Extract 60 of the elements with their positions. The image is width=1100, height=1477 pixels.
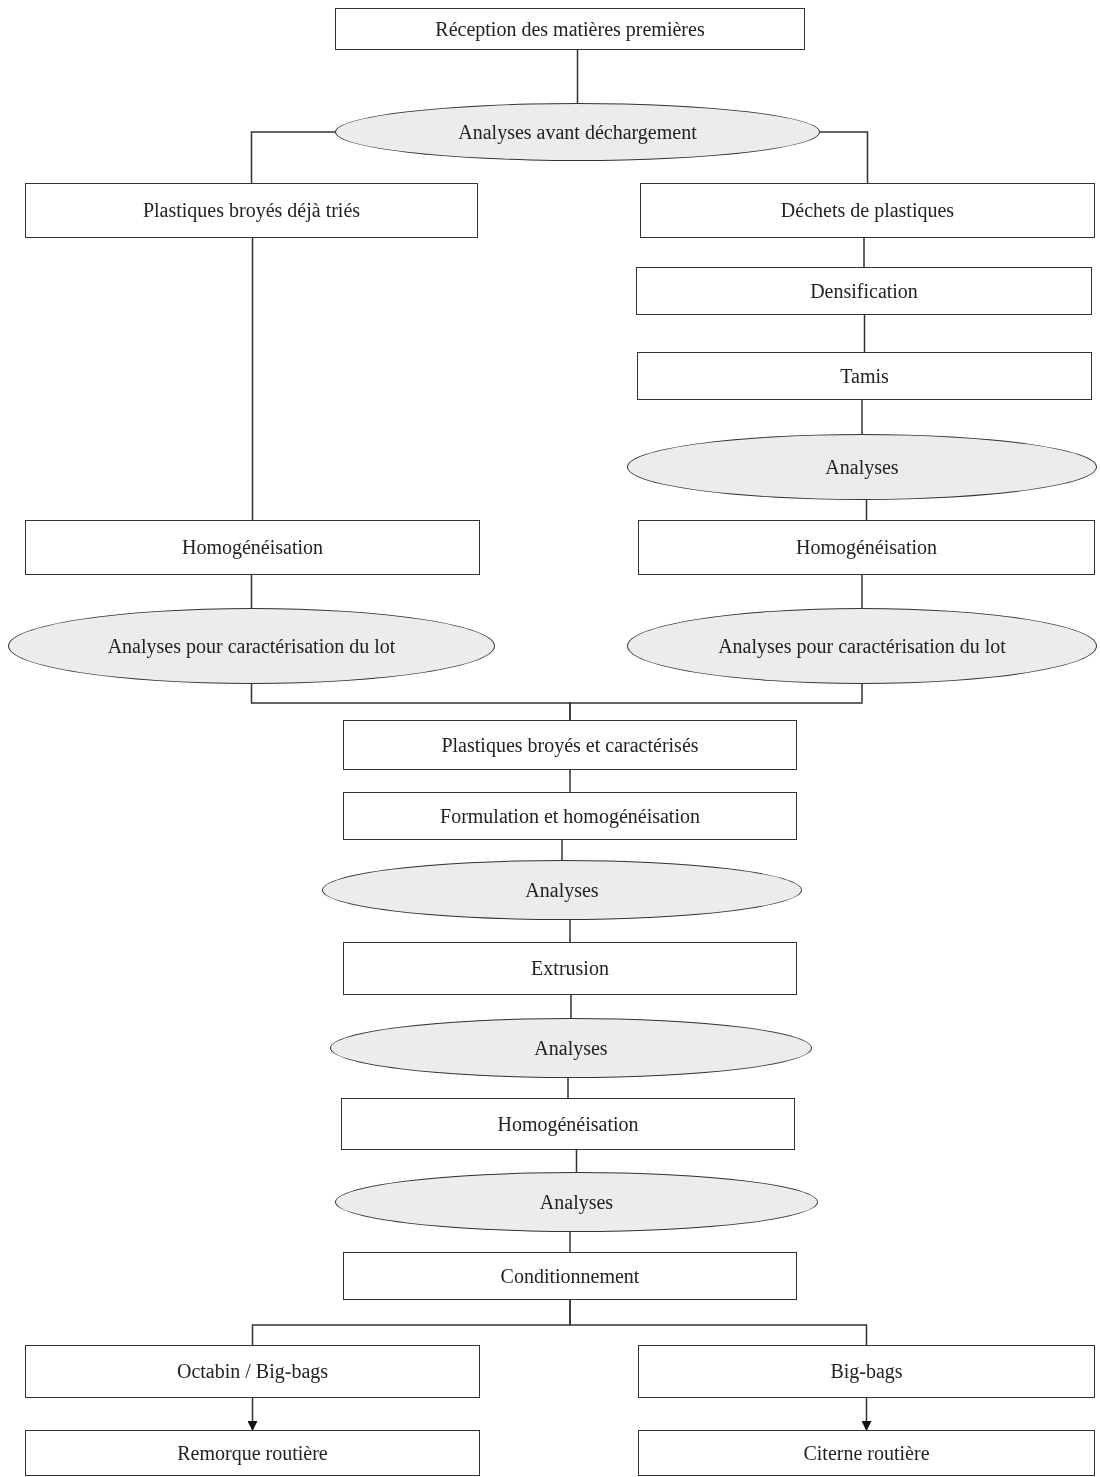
process-box: [25, 1345, 480, 1398]
step-label: Citerne routière: [802, 1440, 931, 1466]
step-label: Déchets de plastiques: [779, 198, 956, 223]
step-label: Réception des matières premières: [434, 16, 706, 42]
arrow: [247, 1397, 258, 1431]
process-box: [638, 520, 1095, 575]
process-box: [341, 1098, 795, 1150]
step-label: Homogénéisation: [180, 535, 325, 560]
step-label: Homogénéisation: [794, 535, 939, 560]
process-box: [637, 352, 1092, 400]
connector-line: [567, 1077, 569, 1099]
process-box: [25, 520, 480, 575]
step-label: Analyses avant déchargement: [457, 119, 698, 145]
connector-line: [569, 1231, 571, 1253]
connector-line: [569, 1299, 868, 1346]
process-box: [343, 942, 797, 995]
step-label: Analyses: [538, 1189, 615, 1215]
step-label: Plastiques broyés et caractérisés: [440, 732, 700, 758]
step-label: Analyses: [533, 1035, 609, 1061]
connector-line: [819, 131, 869, 184]
step-label: Octabin / Big-bags: [175, 1359, 330, 1384]
process-box: [343, 1252, 797, 1300]
step-label: Analyses pour caractérisation du lot: [717, 633, 1007, 659]
connector-line: [570, 994, 572, 1019]
connector-line: [250, 131, 336, 184]
step-label: Big-bags: [829, 1359, 904, 1384]
connector-line: [251, 237, 254, 521]
process-box: [638, 1430, 1095, 1476]
connector-line: [575, 1149, 578, 1173]
process-box: [636, 267, 1092, 315]
step-label: Analyses: [824, 454, 900, 480]
connector-line: [861, 574, 863, 609]
process-box: [25, 183, 478, 238]
connector-line: [569, 683, 863, 721]
step-label: Extrusion: [530, 956, 610, 981]
process-box: [335, 8, 805, 50]
arrow: [861, 1397, 872, 1431]
step-label: Tamis: [839, 363, 890, 389]
process-box: [343, 720, 797, 770]
process-box: [638, 1345, 1095, 1398]
connector-line: [863, 314, 866, 353]
connector-line: [863, 237, 865, 268]
step-label: Remorque routière: [176, 1440, 329, 1466]
process-box: [343, 792, 797, 840]
step-label: Analyses: [524, 877, 600, 903]
process-box: [640, 183, 1095, 238]
step-label: Densification: [809, 278, 919, 304]
connector-line: [569, 769, 571, 793]
step-label: Homogénéisation: [496, 1111, 640, 1137]
connector-line: [569, 919, 571, 943]
step-label: Formulation et homogénéisation: [439, 803, 701, 829]
process-box: [25, 1430, 480, 1476]
connector-line: [576, 49, 579, 104]
connector-line: [561, 839, 563, 861]
step-label: Analyses pour caractérisation du lot: [106, 633, 397, 659]
step-label: Plastiques broyés déjà triés: [141, 198, 362, 223]
connector-line: [865, 499, 868, 521]
connector-line: [250, 574, 253, 609]
connector-line: [861, 399, 863, 435]
step-label: Conditionnement: [499, 1263, 641, 1289]
